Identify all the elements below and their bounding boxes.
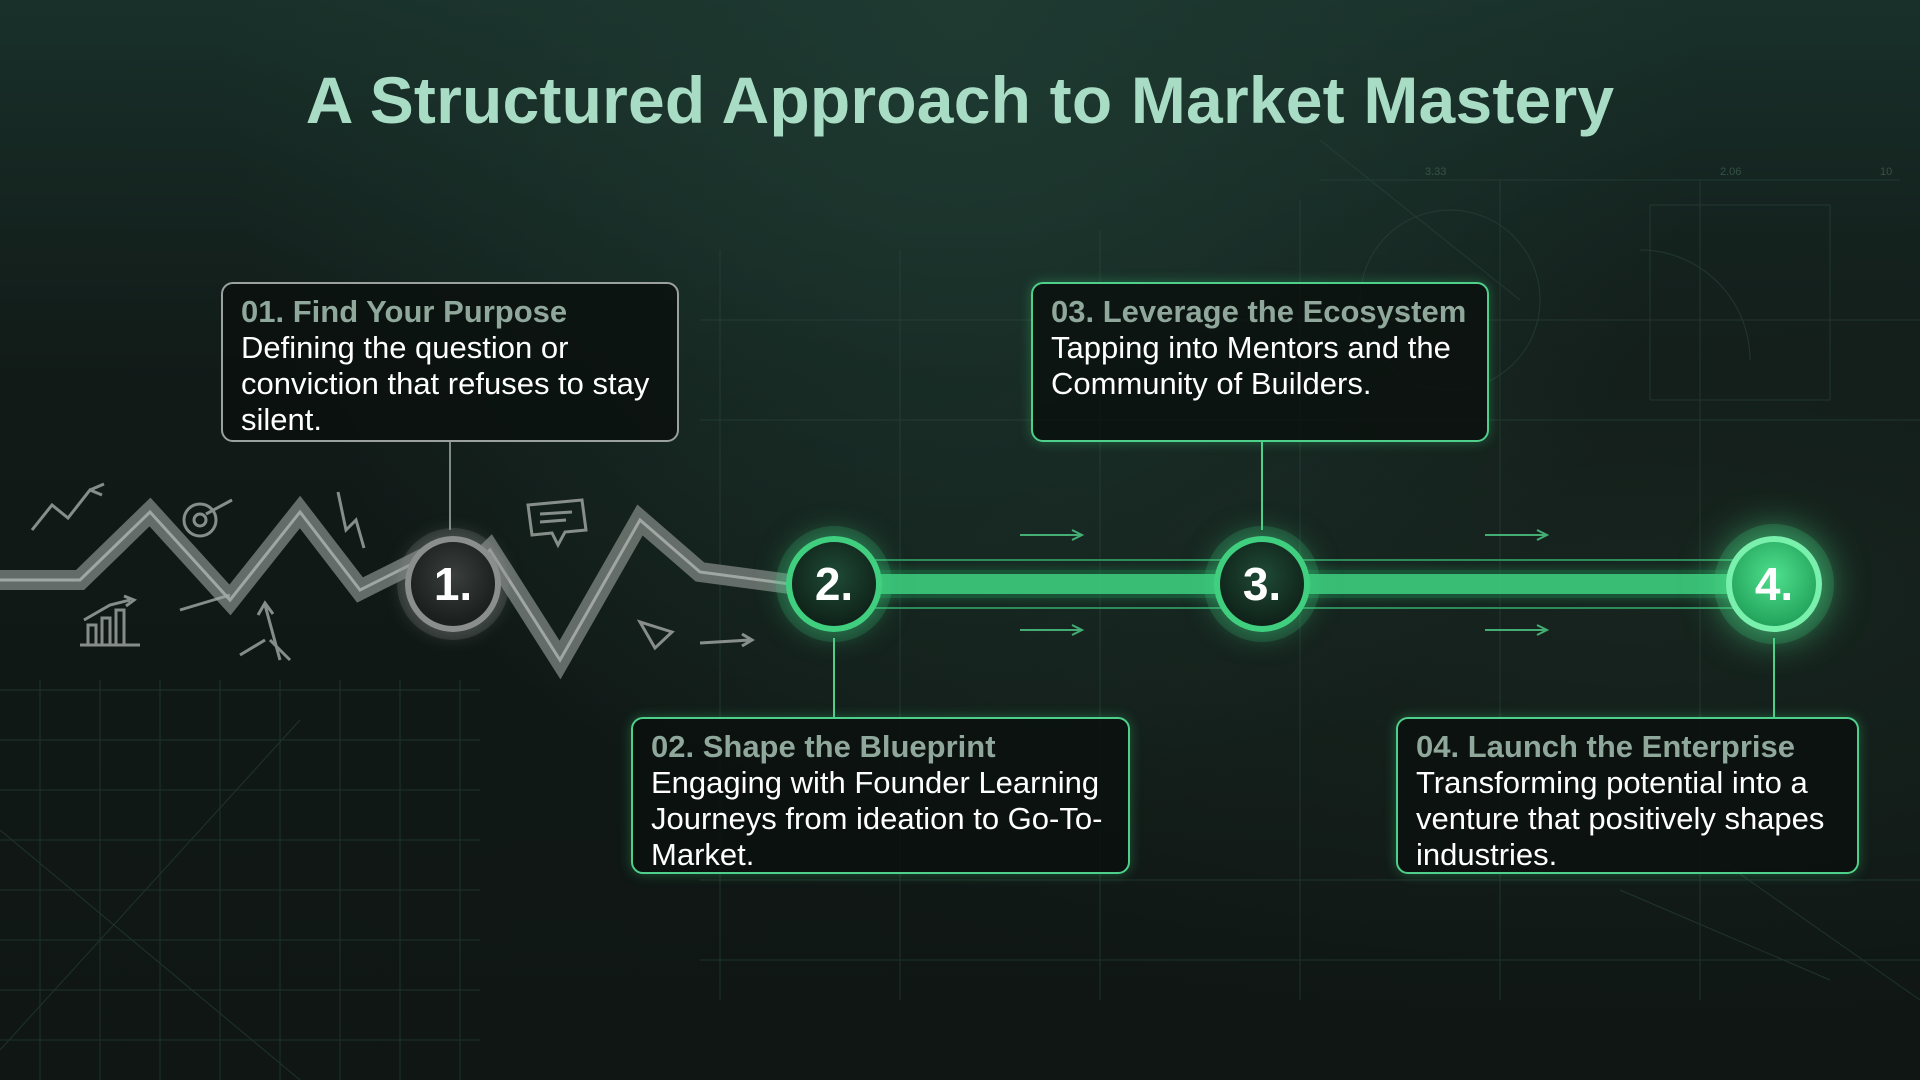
step-2-description: Engaging with Founder Learning Journeys …	[651, 765, 1103, 872]
step-4-card: 04. Launch the Enterprise Transforming p…	[1396, 717, 1859, 874]
connectors-active	[833, 442, 1775, 717]
step-1-node: 1.	[405, 536, 501, 632]
trend-arrow-icon	[30, 482, 105, 531]
step-3-card: 03. Leverage the Ecosystem Tapping into …	[1031, 282, 1489, 442]
step-1-card: 01. Find Your Purpose Defining the quest…	[221, 282, 679, 442]
step-3-node: 3.	[1214, 536, 1310, 632]
lightning-icon	[336, 491, 366, 549]
step-2-card: 02. Shape the Blueprint Engaging with Fo…	[631, 717, 1130, 874]
svg-text:10: 10	[1880, 166, 1892, 178]
step-2-heading: 02. Shape the Blueprint	[651, 729, 996, 764]
progress-track	[840, 559, 1780, 609]
page-title: A Structured Approach to Market Mastery	[305, 63, 1615, 137]
step-4-description: Transforming potential into a venture th…	[1416, 765, 1825, 872]
direction-arrows-icon	[179, 593, 755, 662]
speech-bubble-icon	[526, 498, 588, 549]
step-4-node: 4.	[1726, 536, 1822, 632]
step-3-description: Tapping into Mentors and the Community o…	[1051, 330, 1451, 401]
step-3-heading: 03. Leverage the Ecosystem	[1051, 294, 1467, 329]
svg-text:3.33: 3.33	[1425, 166, 1446, 178]
flow-arrows	[1020, 529, 1550, 636]
bar-chart-icon	[80, 594, 140, 647]
warning-triangle-icon	[636, 619, 675, 651]
step-1-heading: 01. Find Your Purpose	[241, 294, 568, 329]
chaotic-path	[0, 495, 792, 680]
step-2-node: 2.	[786, 536, 882, 632]
step-4-heading: 04. Launch the Enterprise	[1416, 729, 1795, 764]
step-1-description: Defining the question or conviction that…	[241, 330, 650, 437]
svg-text:2.06: 2.06	[1720, 166, 1741, 178]
target-icon	[182, 498, 233, 538]
